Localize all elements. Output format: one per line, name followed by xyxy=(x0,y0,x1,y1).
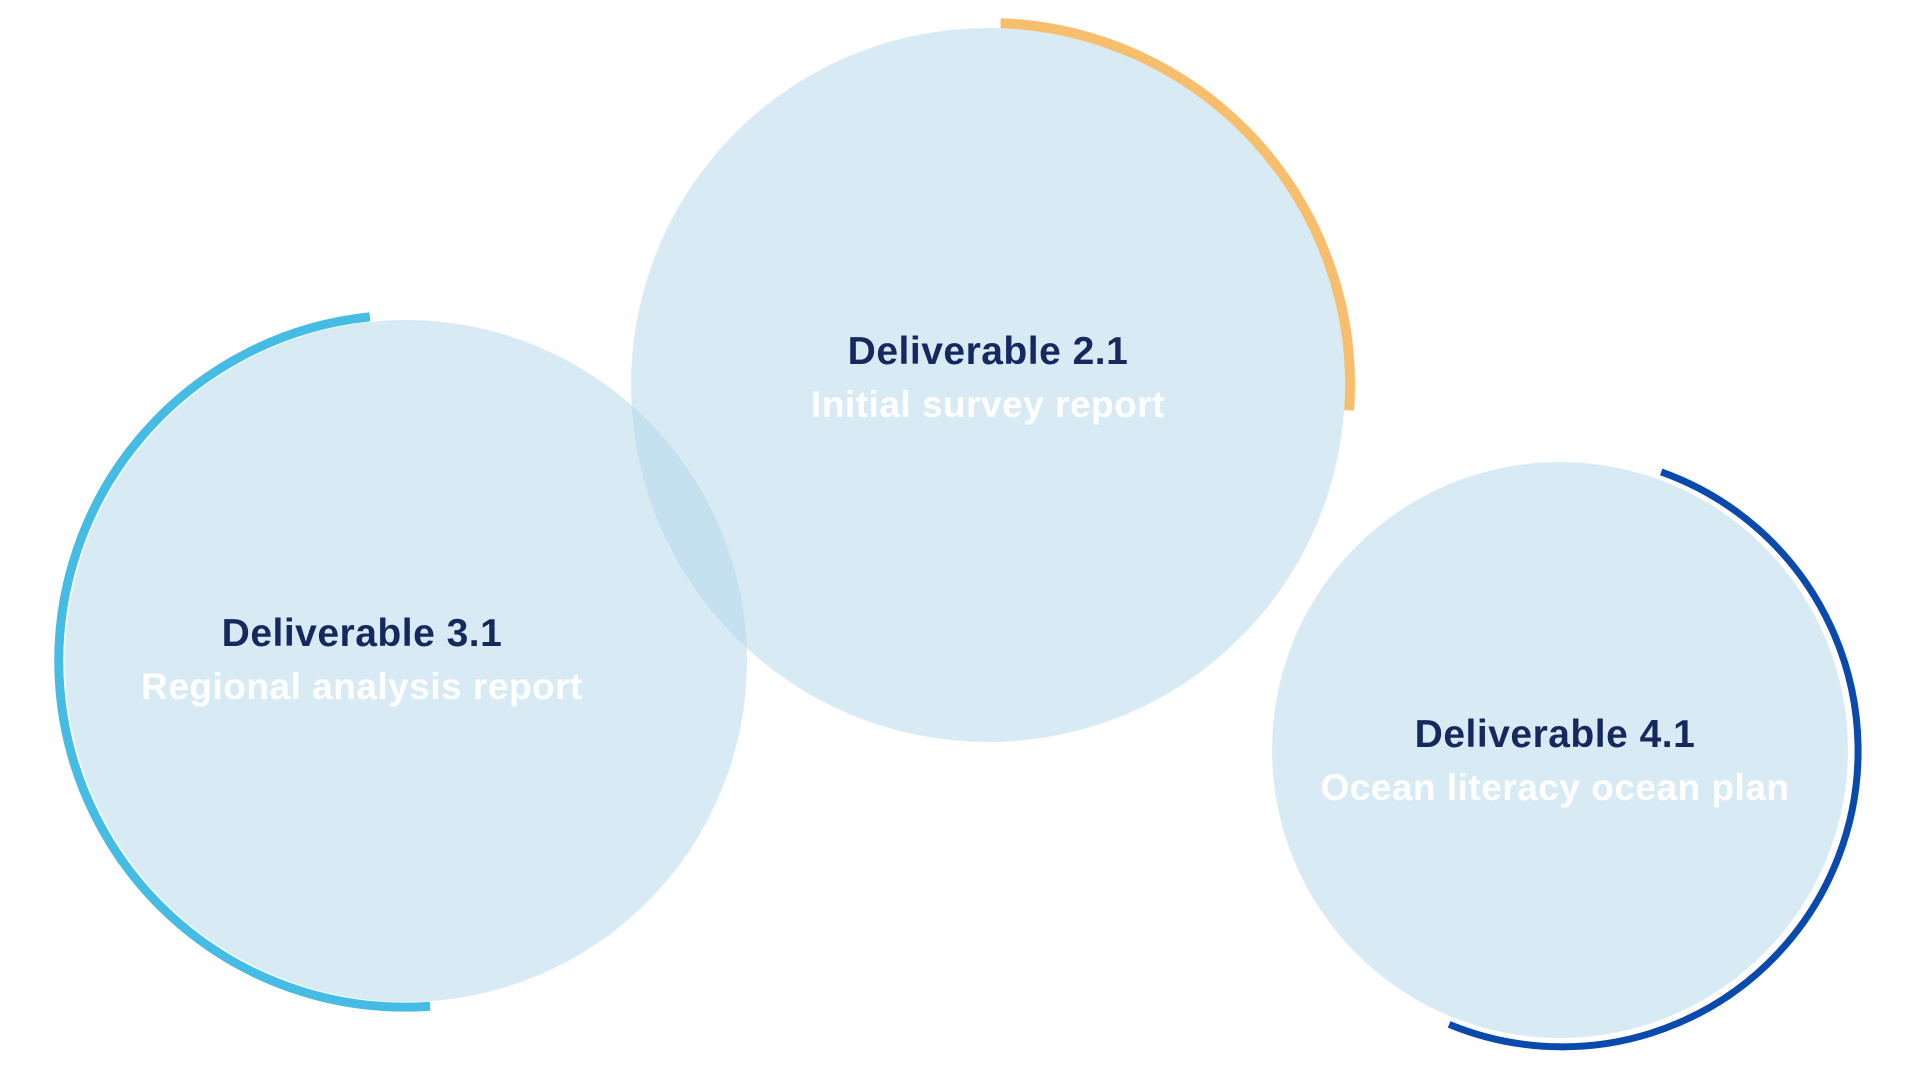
deliverable-3-1-title: Deliverable 3.1 xyxy=(221,611,503,655)
deliverable-2-1-label: Deliverable 2.1 Initial survey report xyxy=(811,330,1165,426)
deliverable-3-1-subtitle: Regional analysis report xyxy=(141,665,583,707)
deliverable-4-1-label: Deliverable 4.1 Ocean literacy ocean pla… xyxy=(1320,713,1789,809)
deliverable-3-1-accent-arc xyxy=(54,312,431,1012)
deliverable-2-1-group xyxy=(631,18,1355,742)
deliverable-2-1-circle xyxy=(631,28,1345,742)
deliverable-4-1-group xyxy=(1272,462,1862,1051)
deliverable-2-1-accent-arc xyxy=(1000,18,1355,411)
deliverable-4-1-accent-arc xyxy=(1447,468,1862,1051)
deliverable-3-1-group xyxy=(54,312,747,1012)
deliverable-3-1-label: Deliverable 3.1 Regional analysis report xyxy=(141,612,583,708)
deliverable-4-1-subtitle: Ocean literacy ocean plan xyxy=(1320,766,1790,808)
deliverable-2-1-title: Deliverable 2.1 xyxy=(847,329,1129,373)
deliverable-4-1-title: Deliverable 4.1 xyxy=(1414,712,1696,756)
deliverable-3-1-circle xyxy=(65,320,747,1002)
deliverable-4-1-circle xyxy=(1272,462,1848,1038)
deliverable-2-1-subtitle: Initial survey report xyxy=(811,383,1165,425)
